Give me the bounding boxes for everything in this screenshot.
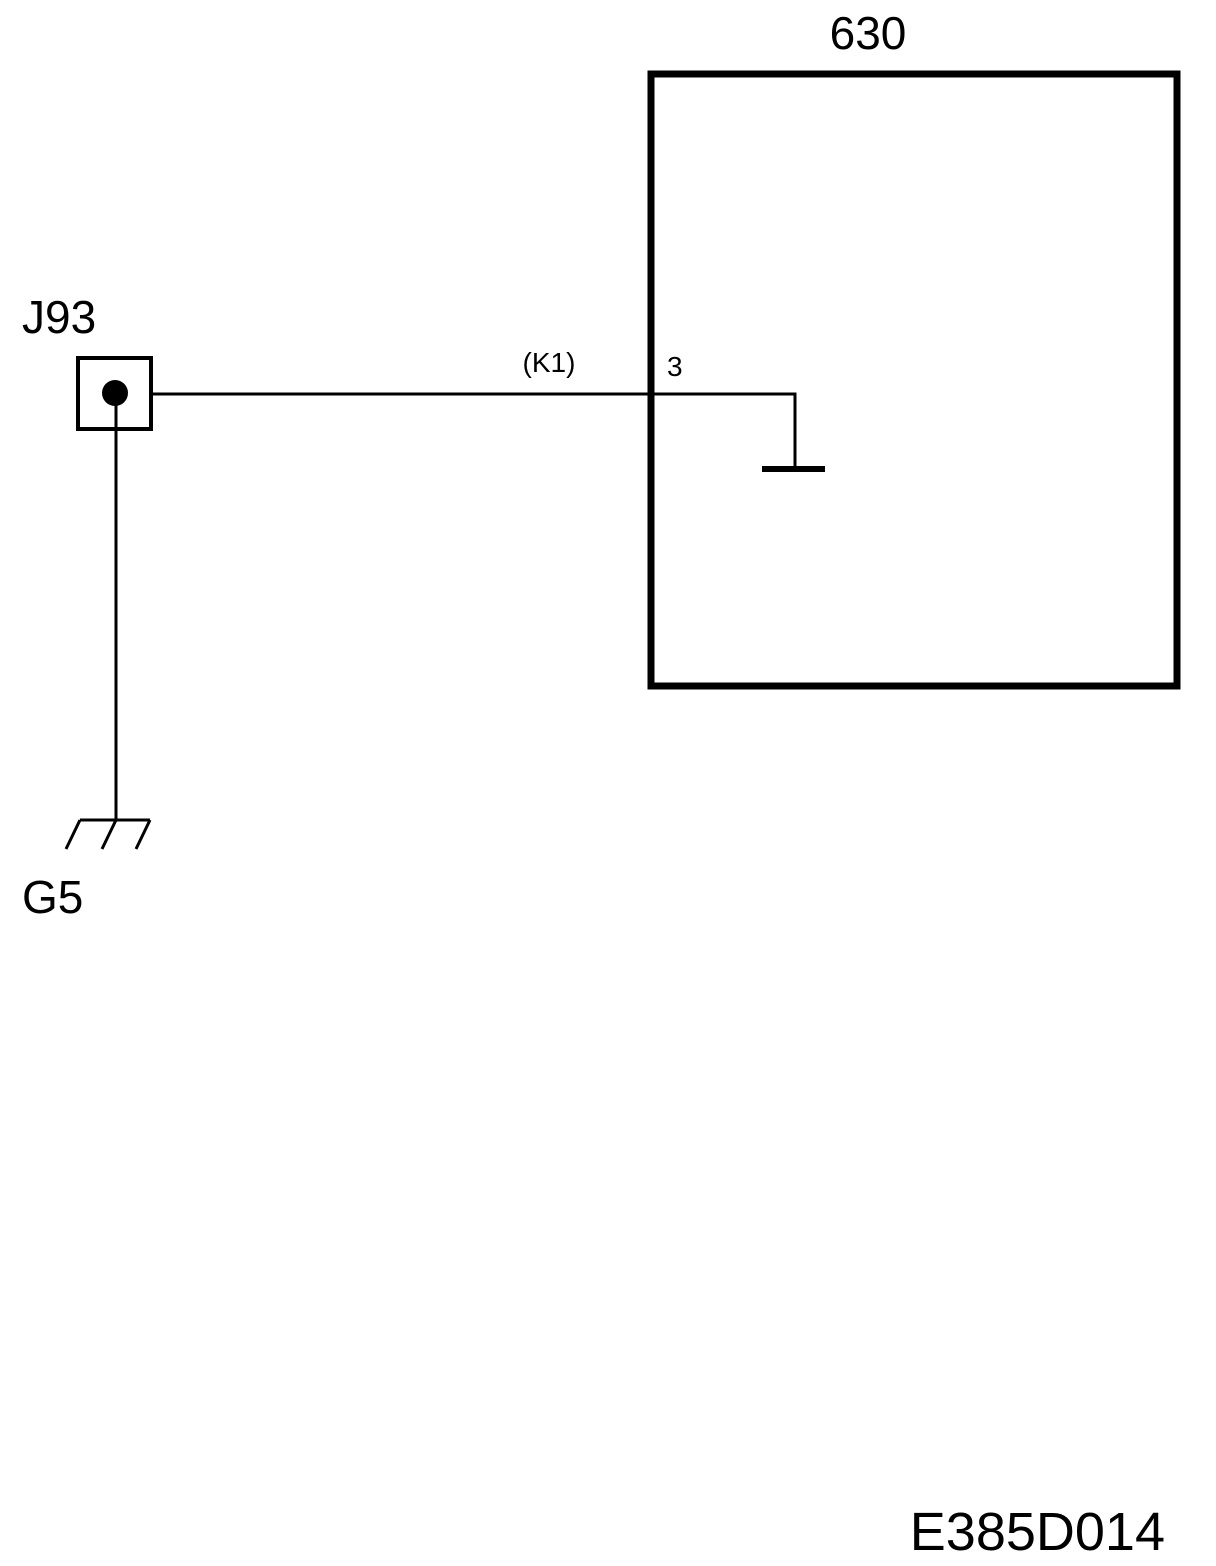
component-label: 630 <box>830 7 907 59</box>
chassis-ground-icon <box>64 818 152 850</box>
ground-label: G5 <box>22 871 83 923</box>
figure-code: E385D014 <box>910 1502 1165 1562</box>
pin-label: 3 <box>667 351 683 382</box>
internal-ground-lead <box>651 392 797 468</box>
wire-label: (K1) <box>523 347 576 378</box>
connector-label: J93 <box>22 291 96 343</box>
component-box <box>647 70 1181 690</box>
